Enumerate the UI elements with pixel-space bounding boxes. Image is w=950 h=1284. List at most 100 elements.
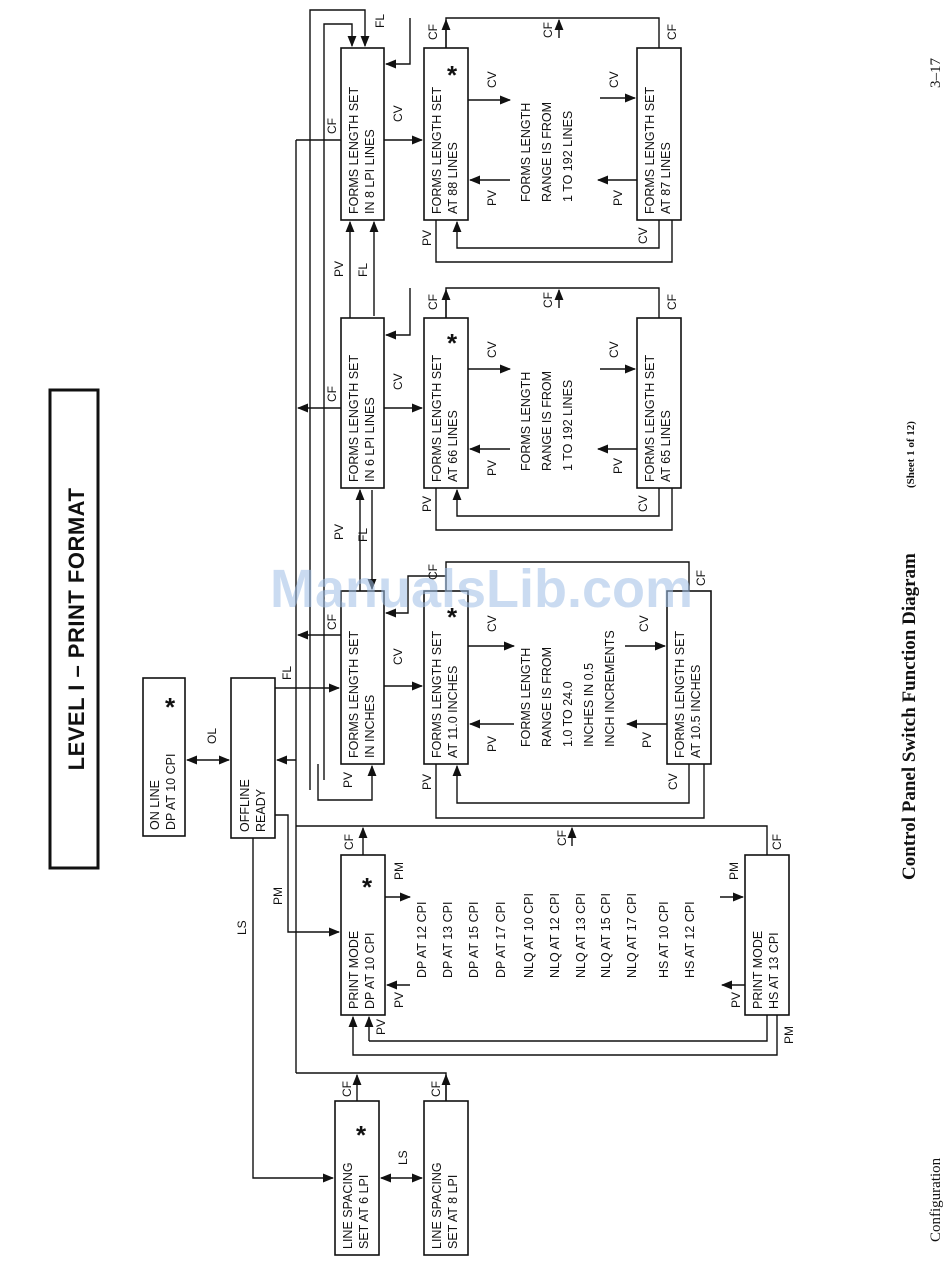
key-label-cv: CV bbox=[391, 373, 405, 390]
key-label-pm: PM bbox=[392, 862, 406, 880]
key-label-pv: PV bbox=[485, 736, 499, 752]
svg-text:DP AT 10 CPI: DP AT 10 CPI bbox=[164, 754, 178, 830]
state-box-line-spacing-6lpi: LINE SPACING SET AT 6 LPI * bbox=[334, 1100, 380, 1256]
print-mode-item: HS AT 12 CPI bbox=[683, 901, 697, 978]
key-label-cf: CF bbox=[342, 834, 356, 850]
key-label-pv: PV bbox=[485, 460, 499, 476]
state-box-online: ON LINE DP AT 10 CPI * bbox=[142, 677, 186, 837]
key-label-cf: CF bbox=[426, 564, 440, 580]
svg-text:AT 11.0 INCHES: AT 11.0 INCHES bbox=[446, 666, 460, 758]
key-label-cf: CF bbox=[770, 834, 784, 850]
svg-text:SET AT 6 LPI: SET AT 6 LPI bbox=[357, 1175, 371, 1249]
key-label-pv: PV bbox=[485, 190, 499, 206]
range-note-8lpi: FORMS LENGTH RANGE IS FROM 1 TO 192 LINE… bbox=[519, 102, 575, 202]
key-label-cv: CV bbox=[636, 227, 650, 244]
state-box-fl-6lpi: FORMS LENGTH SET IN 6 LPI LINES bbox=[340, 317, 385, 489]
key-label-cf: CF bbox=[325, 118, 339, 134]
caption: Control Panel Switch Function Diagram (S… bbox=[899, 421, 920, 880]
svg-text:ON LINE: ON LINE bbox=[148, 780, 162, 830]
key-label-pv: PV bbox=[640, 732, 654, 748]
print-mode-item: NLQ AT 10 CPI bbox=[522, 893, 536, 978]
print-mode-item: NLQ AT 15 CPI bbox=[599, 893, 613, 978]
state-box-fl-87-lines: FORMS LENGTH SET AT 87 LINES bbox=[636, 47, 682, 221]
svg-text:FORMS LENGTH: FORMS LENGTH bbox=[519, 648, 533, 747]
watermark: ManualsLib.com bbox=[270, 559, 693, 619]
state-box-fl-65-lines: FORMS LENGTH SET AT 65 LINES bbox=[636, 317, 682, 489]
key-label-cf: CF bbox=[555, 830, 569, 846]
key-label-fl: FL bbox=[356, 528, 370, 542]
key-label-cv: CV bbox=[636, 495, 650, 512]
key-label-ol: OL bbox=[205, 728, 219, 744]
range-note-inches: FORMS LENGTH RANGE IS FROM 1.0 TO 24.0 I… bbox=[519, 630, 617, 747]
key-label-fl: FL bbox=[373, 14, 387, 28]
key-label-cf: CF bbox=[541, 22, 555, 38]
svg-text:FORMS LENGTH SET: FORMS LENGTH SET bbox=[430, 355, 444, 482]
svg-text:READY: READY bbox=[254, 788, 268, 832]
key-label-pm: PM bbox=[782, 1026, 796, 1044]
key-label-cv: CV bbox=[485, 341, 499, 358]
svg-text:FORMS LENGTH SET: FORMS LENGTH SET bbox=[347, 355, 361, 482]
svg-text:1 TO 192 LINES: 1 TO 192 LINES bbox=[561, 380, 575, 471]
key-label-pv: PV bbox=[341, 772, 355, 788]
key-label-cv: CV bbox=[607, 341, 621, 358]
svg-text:AT 65 LINES: AT 65 LINES bbox=[659, 410, 673, 482]
connectors: OL FL CF CF CF PM LS LS CF CF CF C bbox=[185, 9, 796, 1183]
svg-text:FORMS LENGTH SET: FORMS LENGTH SET bbox=[347, 631, 361, 758]
key-label-cv: CV bbox=[485, 71, 499, 88]
print-mode-list: DP AT 12 CPI DP AT 13 CPI DP AT 15 CPI D… bbox=[415, 893, 697, 978]
print-mode-item: NLQ AT 13 CPI bbox=[574, 893, 588, 978]
print-mode-item: DP AT 13 CPI bbox=[441, 902, 455, 978]
svg-text:LINE SPACING: LINE SPACING bbox=[341, 1162, 355, 1249]
svg-text:IN INCHES: IN INCHES bbox=[363, 695, 377, 758]
key-label-cv: CV bbox=[391, 105, 405, 122]
key-label-pv: PV bbox=[332, 261, 346, 277]
default-marker: * bbox=[447, 60, 458, 90]
key-label-pv: PV bbox=[611, 458, 625, 474]
key-label-fl: FL bbox=[280, 666, 294, 680]
svg-text:1 TO 192 LINES: 1 TO 192 LINES bbox=[561, 111, 575, 202]
key-label-pm: PM bbox=[727, 862, 741, 880]
svg-text:FORMS LENGTH SET: FORMS LENGTH SET bbox=[347, 87, 361, 214]
svg-text:FORMS LENGTH: FORMS LENGTH bbox=[519, 372, 533, 471]
svg-text:PRINT MODE: PRINT MODE bbox=[751, 931, 765, 1009]
state-box-print-mode-dp10: PRINT MODE DP AT 10 CPI * bbox=[340, 854, 386, 1016]
print-mode-item: NLQ AT 12 CPI bbox=[548, 893, 562, 978]
state-box-print-mode-hs13: PRINT MODE HS AT 13 CPI bbox=[744, 854, 790, 1016]
state-box-line-spacing-8lpi: LINE SPACING SET AT 8 LPI bbox=[423, 1100, 469, 1256]
default-marker: * bbox=[362, 872, 373, 902]
key-label-pv: PV bbox=[420, 496, 434, 512]
key-label-cf: CF bbox=[429, 1081, 443, 1097]
title-box: LEVEL I – PRINT FORMAT bbox=[48, 388, 100, 870]
svg-text:LINE SPACING: LINE SPACING bbox=[430, 1162, 444, 1249]
key-label-pv: PV bbox=[392, 992, 406, 1008]
key-label-cf: CF bbox=[665, 24, 679, 40]
key-label-cf: CF bbox=[665, 294, 679, 310]
key-label-cv: CV bbox=[637, 615, 651, 632]
key-label-cf: CF bbox=[325, 614, 339, 630]
svg-text:OFFLINE: OFFLINE bbox=[238, 779, 252, 832]
caption-sheet: (Sheet 1 of 12) bbox=[905, 421, 917, 488]
default-marker: * bbox=[356, 1120, 367, 1150]
svg-text:FORMS LENGTH: FORMS LENGTH bbox=[519, 103, 533, 202]
diagram-title: LEVEL I – PRINT FORMAT bbox=[64, 488, 89, 771]
svg-text:INCHES IN 0.5: INCHES IN 0.5 bbox=[582, 663, 596, 747]
svg-text:RANGE IS FROM: RANGE IS FROM bbox=[540, 102, 554, 202]
key-label-cf: CF bbox=[694, 570, 708, 586]
svg-text:1.0 TO 24.0: 1.0 TO 24.0 bbox=[561, 681, 575, 747]
key-label-cv: CV bbox=[607, 71, 621, 88]
svg-text:RANGE IS FROM: RANGE IS FROM bbox=[540, 647, 554, 747]
svg-text:HS AT 13 CPI: HS AT 13 CPI bbox=[767, 932, 781, 1009]
default-marker: * bbox=[165, 692, 176, 722]
key-label-cf: CF bbox=[340, 1081, 354, 1097]
state-box-fl-8lpi: FORMS LENGTH SET IN 8 LPI LINES bbox=[340, 47, 385, 221]
svg-text:INCH INCREMENTS: INCH INCREMENTS bbox=[603, 630, 617, 747]
state-box-offline-ready: OFFLINE READY bbox=[230, 677, 276, 839]
key-label-cf: CF bbox=[325, 386, 339, 402]
svg-text:DP AT 10 CPI: DP AT 10 CPI bbox=[363, 933, 377, 1009]
key-label-cv: CV bbox=[666, 773, 680, 790]
svg-text:AT 10.5 INCHES: AT 10.5 INCHES bbox=[689, 665, 703, 758]
default-marker: * bbox=[447, 328, 458, 358]
state-box-fl-88-lines: FORMS LENGTH SET AT 88 LINES * bbox=[423, 47, 469, 221]
state-box-fl-11-inches: FORMS LENGTH SET AT 11.0 INCHES * bbox=[423, 590, 469, 765]
